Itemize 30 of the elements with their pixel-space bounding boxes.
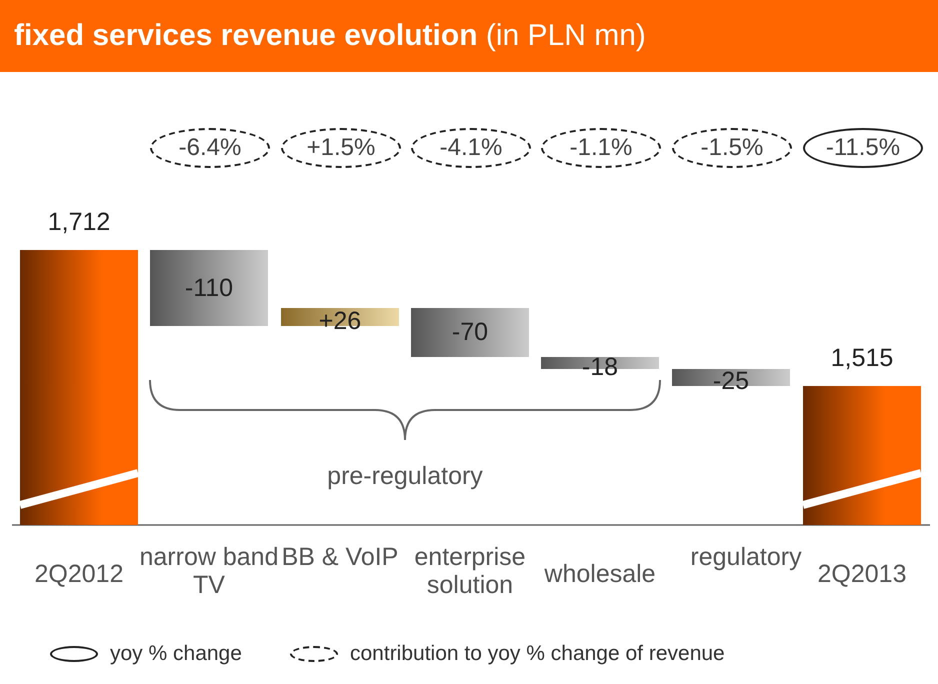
group-label: pre-regulatory [326, 462, 484, 490]
percent-oval [541, 128, 661, 168]
value-label: -11.5% [826, 134, 900, 161]
category-label: narrow band TV [138, 543, 280, 599]
waterfall-bar [803, 386, 921, 525]
percent-oval [672, 128, 792, 168]
category-label: 2Q2012 [34, 560, 124, 588]
title-banner: fixed services revenue evolution (in PLN mn) [0, 0, 938, 72]
percent-oval [150, 128, 270, 168]
value-label: -1.5% [700, 134, 764, 161]
value-label: 1,712 [46, 208, 112, 237]
value-label: -1.1% [570, 134, 632, 161]
legend-label: yoy % change [110, 642, 242, 666]
percent-oval [411, 128, 531, 168]
value-label: -6.4% [178, 134, 242, 161]
value-label: -70 [452, 318, 488, 347]
value-label: -4.1% [440, 134, 502, 161]
value-label: +1.5% [306, 134, 376, 161]
category-label: regulatory [689, 543, 803, 571]
value-label: 1,515 [830, 344, 894, 373]
category-label: enterprise solution [413, 543, 527, 599]
value-label: -110 [184, 274, 234, 302]
category-label: wholesale [543, 560, 657, 588]
waterfall-bar [150, 250, 268, 326]
percent-oval [803, 128, 923, 168]
legend-label: contribution to yoy % change of revenue [350, 642, 725, 666]
category-label: 2Q2013 [816, 560, 908, 588]
waterfall-bar [411, 308, 529, 357]
percent-oval [281, 128, 401, 168]
waterfall-bar [20, 250, 138, 525]
